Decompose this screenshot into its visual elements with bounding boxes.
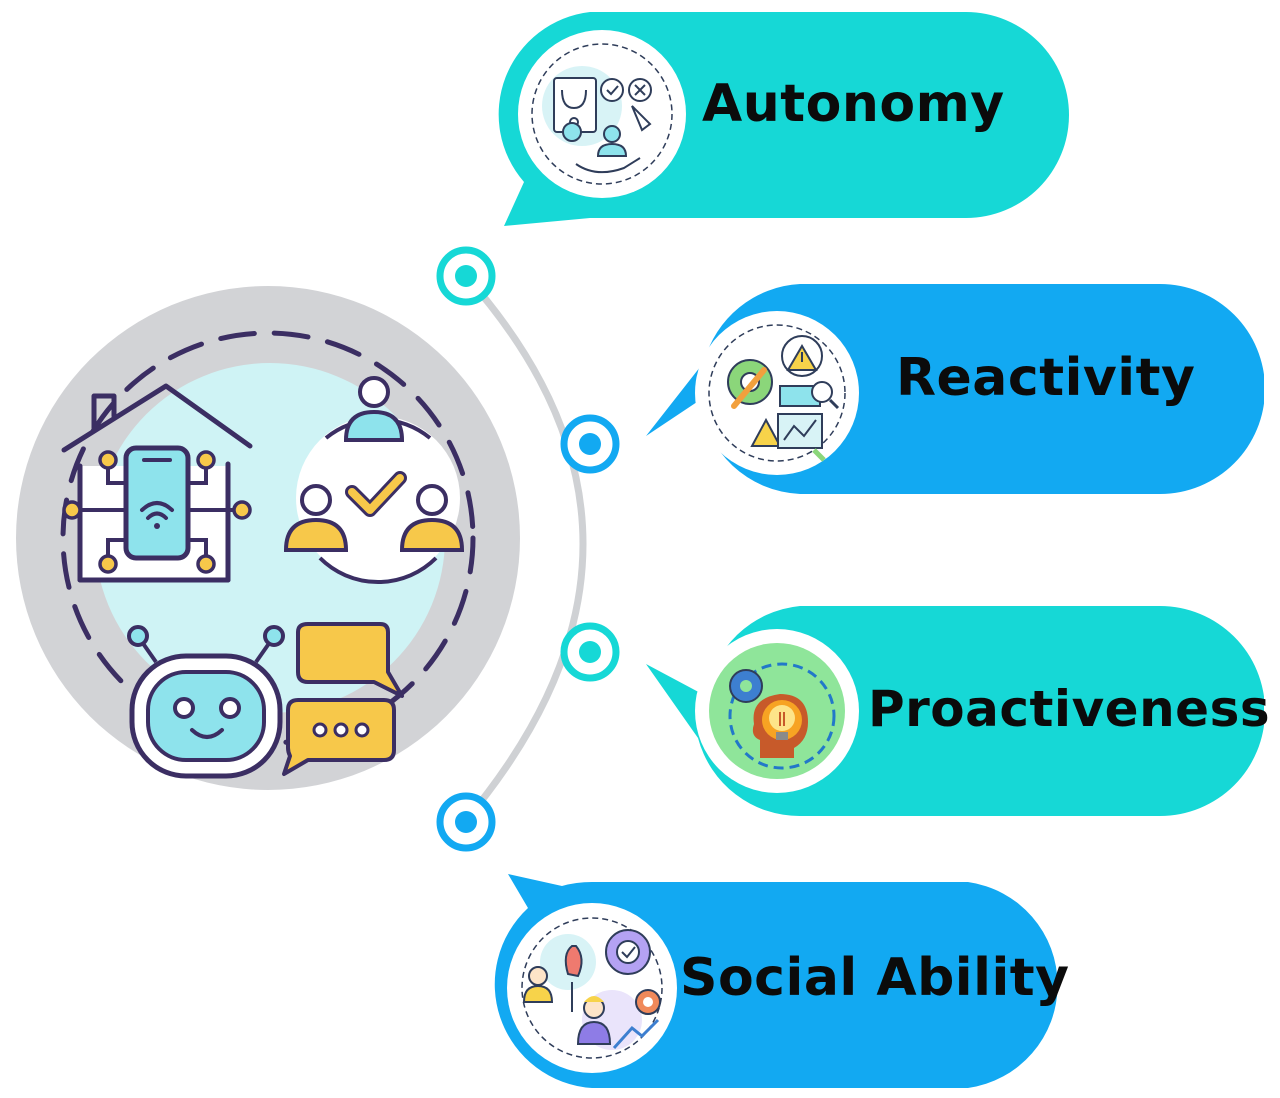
- autonomy-label: Autonomy: [702, 74, 1005, 134]
- proactiveness-card: Proactiveness: [644, 604, 1270, 818]
- healthcare-decision-icon: [518, 30, 686, 198]
- teamwork-icon: [507, 903, 677, 1073]
- proactiveness-label: Proactiveness: [868, 680, 1271, 738]
- autonomy-card: Autonomy: [480, 10, 1070, 228]
- reactivity-card: Reactivity: [644, 282, 1264, 496]
- node-dot-proactiveness: [560, 622, 620, 682]
- node-dot-autonomy: [436, 246, 496, 306]
- smart-agent-hub-icon: [16, 286, 520, 790]
- node-dot-social-ability: [436, 792, 496, 852]
- reactivity-label: Reactivity: [896, 348, 1196, 408]
- troubleshooting-icon: [695, 311, 859, 475]
- social-ability-label: Social Ability: [680, 948, 1070, 1008]
- node-dot-reactivity: [560, 414, 620, 474]
- social-ability-card: Social Ability: [478, 872, 1074, 1090]
- idea-head-icon: [695, 629, 859, 793]
